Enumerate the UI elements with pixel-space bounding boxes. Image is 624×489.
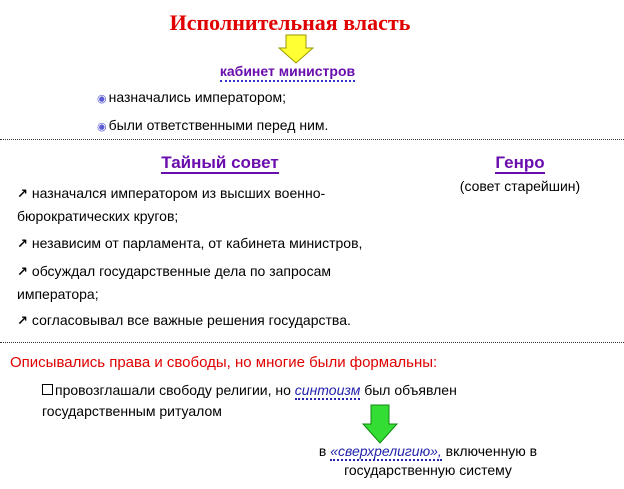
arrow-bullet-icon: ↗ xyxy=(17,313,28,328)
arrow-bullet-icon: ↗ xyxy=(17,186,28,201)
circle-bullet-icon: ◉ xyxy=(97,93,107,105)
conclusion-paragraph: в «сверхрелигию», включенную в государст… xyxy=(318,443,538,478)
privy-council-heading-wrap: Тайный совет xyxy=(0,153,440,174)
divider xyxy=(0,342,624,343)
genro-subtitle: (совет старейшин) xyxy=(459,178,581,194)
religion-paragraph: провозглашали свободу религии, но синтои… xyxy=(42,382,457,419)
arrow-down-green-icon xyxy=(362,404,398,444)
arrow-bullet-icon: ↗ xyxy=(17,236,28,251)
arrow-bullet-icon: ↗ xyxy=(17,264,28,279)
cabinet-item: ◉назначались императором; xyxy=(97,89,287,105)
privy-council-item: ↗назначался императором из высших военно… xyxy=(17,185,326,224)
rights-statement: Описывались права и свободы, но многие б… xyxy=(10,354,438,371)
shintoism-link[interactable]: синтоизм xyxy=(294,382,361,400)
privy-council-item: ↗независим от парламента, от кабинета ми… xyxy=(17,235,363,251)
page-title: Исполнительная власть xyxy=(169,10,411,35)
cabinet-label: кабинет министров xyxy=(0,63,575,82)
privy-council-heading: Тайный совет xyxy=(161,153,279,174)
checkbox-bullet-icon xyxy=(42,384,53,395)
privy-council-item: ↗обсуждал государственные дела по запрос… xyxy=(17,263,331,302)
super-religion-link[interactable]: «сверхрелигию», xyxy=(330,443,442,461)
cabinet-item: ◉были ответственными перед ним. xyxy=(97,117,329,133)
privy-council-item: ↗согласовывал все важные решения государ… xyxy=(17,312,351,328)
arrow-down-yellow-icon xyxy=(278,34,314,64)
genro-heading: Генро xyxy=(495,153,545,174)
circle-bullet-icon: ◉ xyxy=(97,121,107,133)
genro-heading-wrap: Генро xyxy=(440,153,600,174)
divider xyxy=(0,139,624,140)
